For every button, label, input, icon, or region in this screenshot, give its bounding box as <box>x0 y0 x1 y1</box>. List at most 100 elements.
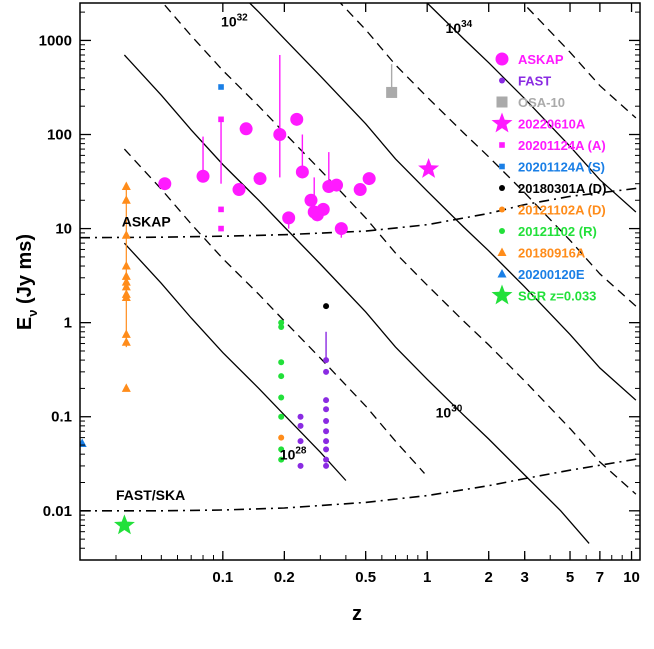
series-7 <box>278 434 285 441</box>
data-point <box>330 178 344 192</box>
y-axis-label-units: (Jy ms) <box>14 234 36 310</box>
x-tick-label: 2 <box>485 569 493 586</box>
legend: ASKAP FAST OSA-10 20220610A 20201124A (A) 202… <box>491 52 606 305</box>
legend-entry-8: 20121102 (R) <box>499 224 597 239</box>
energy-curve-1 <box>123 148 425 474</box>
data-point <box>282 211 296 225</box>
data-point <box>316 202 330 216</box>
legend-marker <box>499 77 505 84</box>
data-point <box>218 225 224 232</box>
data-point <box>323 418 330 425</box>
series-3 <box>418 158 440 178</box>
legend-marker <box>499 185 505 191</box>
data-point <box>218 206 224 213</box>
data-point <box>278 446 285 453</box>
energy-curve-6 <box>426 3 637 213</box>
legend-label: 20201124A (A) <box>518 138 606 153</box>
sensitivity-limit-lines <box>80 187 640 512</box>
data-point <box>278 373 285 380</box>
legend-entry-3: 20220610A <box>491 112 586 133</box>
data-point <box>297 422 304 429</box>
legend-entry-10: 20200120E <box>497 267 585 282</box>
data-point <box>278 456 285 463</box>
series-6 <box>323 303 330 310</box>
series-5 <box>218 84 224 90</box>
data-point <box>80 438 87 447</box>
data-point <box>323 406 330 413</box>
data-point <box>278 323 285 330</box>
energy-curve-4 <box>248 3 637 401</box>
legend-entry-2: OSA-10 <box>496 95 565 110</box>
x-tick-label: 0.2 <box>274 569 295 586</box>
data-point <box>323 368 330 375</box>
legend-label: 20121102 (R) <box>518 224 597 239</box>
data-point <box>121 181 131 191</box>
data-point <box>323 303 330 310</box>
series-11 <box>114 514 135 535</box>
data-point <box>253 172 267 186</box>
limit-curve-0 <box>80 187 640 239</box>
data-point <box>297 438 304 445</box>
legend-marker <box>497 269 507 278</box>
energy-curve-label-2: 1030 <box>436 404 463 421</box>
data-point <box>196 169 210 183</box>
series-10 <box>80 438 87 447</box>
x-tick-label: 1 <box>423 569 431 586</box>
y-tick-label: 0.1 <box>51 409 72 426</box>
data-point <box>323 438 330 445</box>
x-tick-label: 10 <box>623 569 640 586</box>
data-point <box>323 462 330 469</box>
data-point <box>323 446 330 453</box>
series-8 <box>278 319 285 463</box>
x-tick-label: 7 <box>596 569 604 586</box>
data-point <box>121 337 131 346</box>
legend-marker <box>491 112 513 133</box>
legend-entry-0: ASKAP <box>495 52 564 67</box>
data-point <box>121 281 131 291</box>
data-point <box>218 84 224 90</box>
data-point <box>297 462 304 469</box>
y-tick-label: 1 <box>64 315 72 332</box>
legend-label: 20180916A <box>518 246 586 261</box>
legend-marker <box>499 228 505 234</box>
legend-entry-1: FAST <box>499 74 551 89</box>
y-tick-label: 10 <box>55 221 72 238</box>
energy-curve-label-0: 1028 <box>280 446 307 463</box>
legend-label: FAST <box>518 74 551 89</box>
x-tick-label: 5 <box>566 569 574 586</box>
legend-label: SGR z=0.033 <box>518 289 596 304</box>
data-point <box>232 183 246 197</box>
data-point <box>278 394 285 401</box>
energy-curve-label-6: 1034 <box>446 19 473 36</box>
legend-label: OSA-10 <box>518 95 565 110</box>
series-0 <box>158 55 376 238</box>
y-tick-label: 1000 <box>39 32 72 49</box>
data-point <box>121 292 131 302</box>
data-point <box>273 128 287 142</box>
data-point <box>323 357 330 364</box>
x-tick-label: 0.1 <box>212 569 233 586</box>
data-point <box>278 319 285 326</box>
data-point <box>386 86 398 98</box>
data-point <box>278 359 285 366</box>
energy-contour-lines <box>123 3 637 544</box>
data-point <box>121 195 131 204</box>
series-9 <box>121 181 131 392</box>
legend-marker <box>499 206 505 213</box>
data-point <box>323 397 330 404</box>
data-point <box>290 112 304 126</box>
limit-curve-1 <box>80 457 640 512</box>
limit-curve-label-0: ASKAP <box>122 214 171 230</box>
data-point <box>121 329 131 338</box>
legend-label: 20180301A (D) <box>518 181 606 196</box>
series-4 <box>218 116 224 232</box>
data-point <box>239 122 253 136</box>
data-point <box>121 261 131 270</box>
legend-marker <box>499 142 505 148</box>
limit-curve-label-1: FAST/SKA <box>116 487 185 503</box>
x-tick-label: 0.5 <box>355 569 376 586</box>
energy-curve-3 <box>162 3 637 495</box>
